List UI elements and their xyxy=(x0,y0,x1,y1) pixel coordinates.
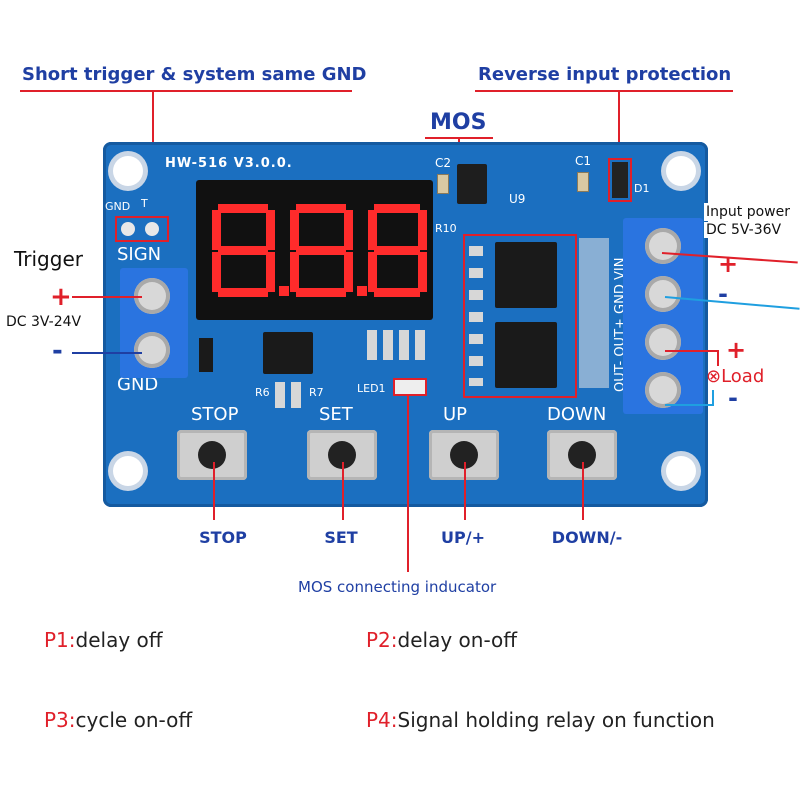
mosfet-group xyxy=(463,234,577,398)
load-plus-wire-h xyxy=(665,350,719,352)
mode-p1: P1:delay off xyxy=(44,628,163,652)
set-label: SET xyxy=(324,528,358,547)
silk-up: UP xyxy=(443,404,468,425)
short-trigger-callout: Short trigger & system same GND xyxy=(22,64,367,85)
trigger-minus-wire xyxy=(72,352,142,354)
optocoupler-chip xyxy=(263,332,313,374)
c1-capacitor xyxy=(577,172,589,192)
screw-out-plus[interactable] xyxy=(645,324,681,360)
mosfet-1 xyxy=(495,242,557,308)
mode-p4-code: P4: xyxy=(366,708,398,732)
stop-leader xyxy=(213,462,215,520)
mode-p4: P4:Signal holding relay on function xyxy=(366,708,715,732)
short-trigger-underline xyxy=(20,90,352,92)
load-minus: - xyxy=(728,384,738,412)
mode-p3-text: cycle on-off xyxy=(75,708,193,732)
d1-diode xyxy=(608,158,632,202)
trigger-pads xyxy=(115,216,169,242)
screw-out-minus[interactable] xyxy=(645,372,681,408)
d1-label: D1 xyxy=(634,182,650,195)
c2-capacitor xyxy=(437,174,449,194)
input-power-voltage: DC 5V-36V xyxy=(704,222,784,238)
r6-label: R6 xyxy=(255,386,270,399)
gnd-label: GND xyxy=(117,374,159,395)
mounting-hole-tl xyxy=(113,156,143,186)
input-power-label: Input power xyxy=(704,203,792,221)
u9-label: U9 xyxy=(509,192,526,206)
screw-vin[interactable] xyxy=(645,228,681,264)
screw-gnd[interactable] xyxy=(645,276,681,312)
button-stop-cap xyxy=(198,441,226,469)
sign-label: SIGN xyxy=(117,244,162,265)
led1 xyxy=(393,378,427,396)
mode-p4-text: Signal holding relay on function xyxy=(397,708,715,732)
mounting-hole-br xyxy=(666,456,696,486)
reverse-protection-leader xyxy=(618,90,620,158)
mosfet-pads xyxy=(469,246,483,386)
mos-callout: MOS xyxy=(430,110,487,135)
pad-gnd xyxy=(121,222,135,236)
button-stop[interactable] xyxy=(177,430,247,480)
led1-label: LED1 xyxy=(357,382,386,395)
trigger-plus: + xyxy=(50,282,72,312)
c1-label: C1 xyxy=(575,154,592,168)
mode-p2: P2:delay on-off xyxy=(366,628,517,652)
resistor-array xyxy=(367,330,427,360)
load-plus-wire-v xyxy=(717,350,719,366)
silk-set: SET xyxy=(319,404,353,425)
mode-p3: P3:cycle on-off xyxy=(44,708,192,732)
power-plus: + xyxy=(718,250,739,278)
display-digits xyxy=(212,204,427,297)
load-label: ⊗Load xyxy=(706,366,765,387)
up-label: UP/+ xyxy=(441,528,485,547)
u9-chip xyxy=(457,164,487,204)
t-pad-label: T xyxy=(141,197,148,210)
pad-t xyxy=(145,222,159,236)
trigger-screw-gnd[interactable] xyxy=(134,332,170,368)
pcb-board: HW-516 V3.0.0. GND T xyxy=(103,142,708,507)
up-leader xyxy=(464,462,466,520)
down-label: DOWN/- xyxy=(551,528,623,547)
c2-label: C2 xyxy=(435,156,452,170)
down-leader xyxy=(582,462,584,520)
mode-p2-code: P2: xyxy=(366,628,398,652)
mosfet-2 xyxy=(495,322,557,388)
trigger-terminal-block xyxy=(120,268,188,378)
mos-indicator-callout: MOS connecting inducator xyxy=(298,578,497,596)
r6-r7-parts xyxy=(275,382,305,408)
load-minus-wire-h xyxy=(665,404,713,406)
side-resistor xyxy=(199,338,213,372)
set-leader xyxy=(342,462,344,520)
r10-label: R10 xyxy=(435,222,457,235)
gnd-pad-label: GND xyxy=(105,200,131,213)
mounting-hole-bl xyxy=(113,456,143,486)
load-minus-wire-v xyxy=(712,390,714,406)
trigger-minus: - xyxy=(52,336,63,366)
power-minus: - xyxy=(718,280,728,308)
mode-p2-text: delay on-off xyxy=(397,628,518,652)
mounting-hole-tr xyxy=(666,156,696,186)
board-model-label: HW-516 V3.0.0. xyxy=(165,156,293,171)
stop-label: STOP xyxy=(199,528,247,547)
silk-stop: STOP xyxy=(191,404,239,425)
mode-p1-text: delay off xyxy=(75,628,163,652)
power-terminal-block xyxy=(623,218,703,414)
mosfet-heatpad xyxy=(579,238,609,388)
trigger-label: Trigger xyxy=(14,247,83,271)
load-plus: + xyxy=(726,336,747,364)
r7-label: R7 xyxy=(309,386,324,399)
reverse-protection-underline xyxy=(475,90,733,92)
silk-down: DOWN xyxy=(547,404,607,425)
trigger-plus-wire xyxy=(72,296,142,298)
trigger-voltage: DC 3V-24V xyxy=(6,314,82,330)
seven-segment-display xyxy=(196,180,433,320)
mode-p1-code: P1: xyxy=(44,628,76,652)
mos-indicator-leader xyxy=(407,394,409,572)
mode-p3-code: P3: xyxy=(44,708,76,732)
reverse-protection-callout: Reverse input protection xyxy=(478,64,732,85)
